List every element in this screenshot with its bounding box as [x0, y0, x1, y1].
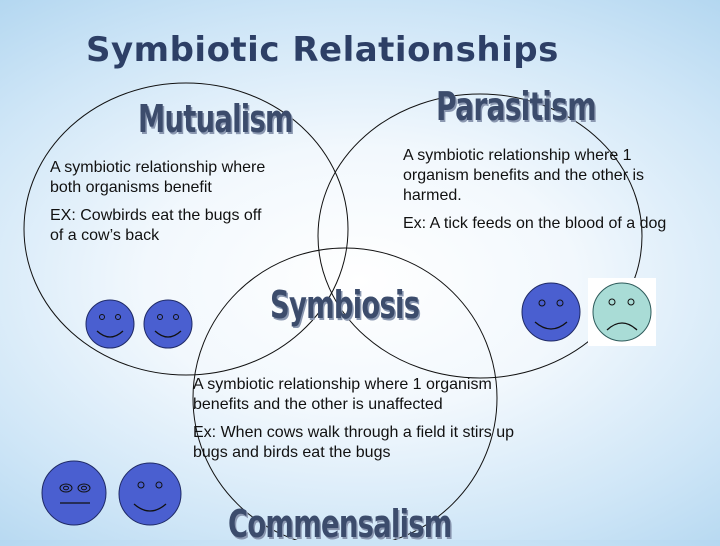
parasitism-label: Parasitism: [436, 85, 596, 130]
mutualism-label: Mutualism: [138, 97, 294, 141]
commensalism-example: Ex: When cows walk through a field it st…: [193, 424, 515, 461]
happy-face-icon: [521, 282, 581, 342]
commensalism-text: A symbiotic relationship where 1 organis…: [193, 375, 538, 471]
parasitism-example: Ex: A tick feeds on the blood of a dog: [403, 215, 667, 232]
happy-face-icon: [118, 462, 182, 526]
mutualism-circle: [23, 82, 349, 376]
mutualism-text: A symbiotic relationship where both orga…: [50, 158, 278, 254]
commensalism-label: Commensalism: [228, 502, 452, 546]
parasitism-definition: A symbiotic relationship where 1 organis…: [403, 147, 645, 204]
happy-face-icon: [143, 299, 193, 349]
commensalism-definition: A symbiotic relationship where 1 organis…: [193, 376, 492, 413]
neutral-face-icon: [41, 460, 107, 526]
mutualism-example: EX: Cowbirds eat the bugs off of a cow’s…: [50, 207, 262, 244]
symbiosis-label: Symbiosis: [270, 283, 420, 327]
parasitism-circle: [317, 93, 643, 379]
parasitism-text: A symbiotic relationship where 1 organis…: [403, 146, 683, 242]
sad-face-icon: [592, 282, 652, 342]
happy-face-icon: [85, 299, 135, 349]
page-title: Symbiotic Relationships: [86, 30, 559, 70]
mutualism-definition: A symbiotic relationship where both orga…: [50, 159, 266, 196]
commensalism-circle: [192, 247, 498, 540]
